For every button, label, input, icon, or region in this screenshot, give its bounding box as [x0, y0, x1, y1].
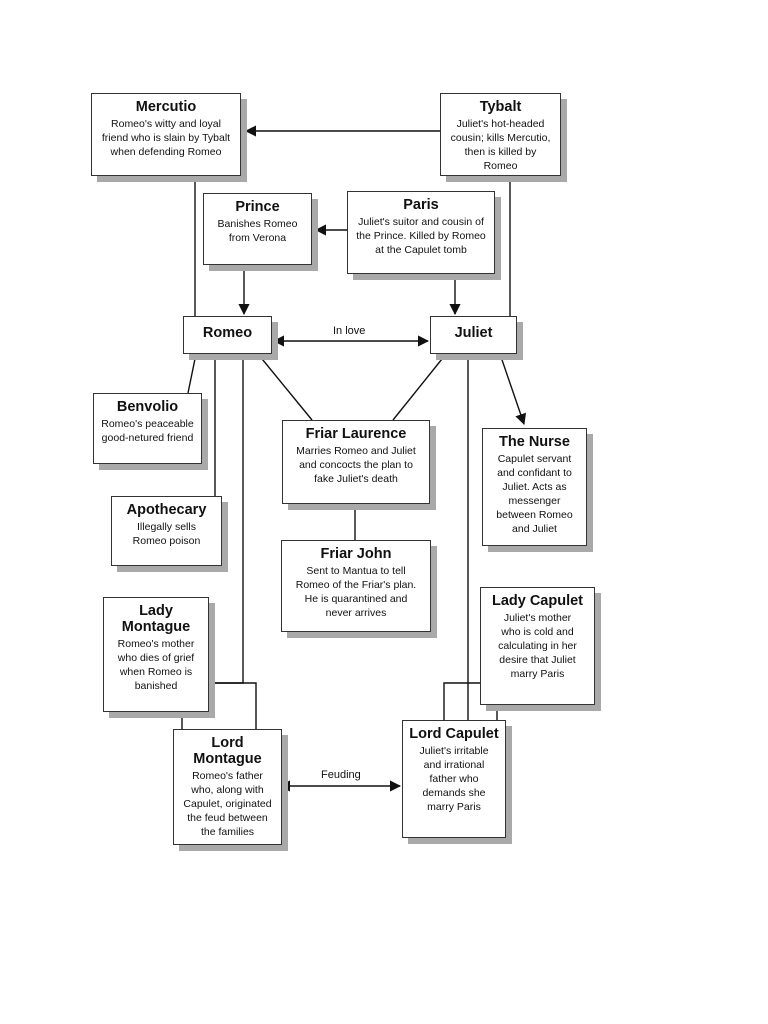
node-mercutio: Mercutio Romeo's witty and loyal friend … — [91, 93, 241, 176]
node-lady-capulet-desc: Juliet's mother who is cold and calculat… — [498, 612, 577, 680]
node-juliet: Juliet — [430, 316, 517, 354]
node-prince-desc: Banishes Romeo from Verona — [217, 218, 298, 244]
node-nurse-title: The Nurse — [499, 434, 570, 450]
node-tybalt-title: Tybalt — [479, 99, 522, 115]
node-tybalt: Tybalt Juliet's hot-headed cousin; kills… — [440, 93, 561, 176]
node-friar-john-desc: Sent to Mantua to tell Romeo of the Fria… — [295, 565, 417, 619]
node-nurse-desc: Capulet servant and confidant to Juliet.… — [496, 453, 573, 535]
node-lord-capulet-desc: Juliet's irritable and irrational father… — [419, 745, 489, 813]
edge-lady-lord-montague — [209, 682, 257, 729]
node-mercutio-desc: Romeo's witty and loyal friend who is sl… — [101, 118, 231, 158]
node-lord-capulet-title: Lord Capulet — [409, 726, 499, 742]
node-prince: Prince Banishes Romeo from Verona — [203, 193, 312, 265]
node-friar-laurence-desc: Marries Romeo and Juliet and concocts th… — [296, 445, 416, 485]
node-prince-title: Prince — [235, 199, 280, 215]
node-lord-capulet: Lord Capulet Juliet's irritable and irra… — [402, 720, 506, 838]
node-lord-montague-desc: Romeo's father who, along with Capulet, … — [183, 770, 272, 838]
node-nurse: The Nurse Capulet servant and confidant … — [482, 428, 587, 546]
node-apothecary-desc: Illegally sells Romeo poison — [132, 521, 201, 547]
node-lord-montague: Lord Montague Romeo's father who, along … — [173, 729, 282, 845]
node-romeo: Romeo — [183, 316, 272, 354]
node-benvolio-title: Benvolio — [116, 399, 179, 415]
node-friar-laurence-title: Friar Laurence — [305, 426, 407, 442]
node-lady-montague-title: Lady Montague — [121, 603, 191, 635]
node-friar-laurence: Friar Laurence Marries Romeo and Juliet … — [282, 420, 430, 504]
node-paris: Paris Juliet's suitor and cousin of the … — [347, 191, 495, 274]
node-juliet-title: Juliet — [454, 325, 493, 341]
node-lady-montague: Lady Montague Romeo's mother who dies of… — [103, 597, 209, 712]
node-tybalt-desc: Juliet's hot-headed cousin; kills Mercut… — [450, 118, 551, 172]
node-mercutio-title: Mercutio — [135, 99, 197, 115]
node-benvolio-desc: Romeo's peaceable good-netured friend — [101, 418, 194, 444]
node-paris-title: Paris — [403, 197, 439, 213]
node-lady-capulet-title: Lady Capulet — [491, 593, 584, 609]
edge-lady-lord-capulet — [443, 682, 480, 720]
node-apothecary: Apothecary Illegally sells Romeo poison — [111, 496, 222, 566]
node-romeo-title: Romeo — [202, 325, 253, 341]
node-friar-john: Friar John Sent to Mantua to tell Romeo … — [281, 540, 431, 632]
node-lord-montague-title: Lord Montague — [193, 735, 262, 767]
node-benvolio: Benvolio Romeo's peaceable good-netured … — [93, 393, 202, 464]
label-feuding: Feuding — [318, 769, 364, 781]
node-paris-desc: Juliet's suitor and cousin of the Prince… — [356, 216, 486, 256]
node-friar-john-title: Friar John — [320, 546, 392, 562]
node-lady-capulet: Lady Capulet Juliet's mother who is cold… — [480, 587, 595, 705]
edge-romeo-friar — [257, 353, 313, 421]
edge-romeo-benvolio — [187, 353, 197, 394]
label-in-love: In love — [330, 325, 369, 337]
node-lady-montague-desc: Romeo's mother who dies of grief when Ro… — [117, 638, 195, 692]
edge-juliet-friar — [392, 353, 447, 421]
edge-juliet-nurse — [499, 353, 527, 426]
node-apothecary-title: Apothecary — [126, 502, 207, 518]
